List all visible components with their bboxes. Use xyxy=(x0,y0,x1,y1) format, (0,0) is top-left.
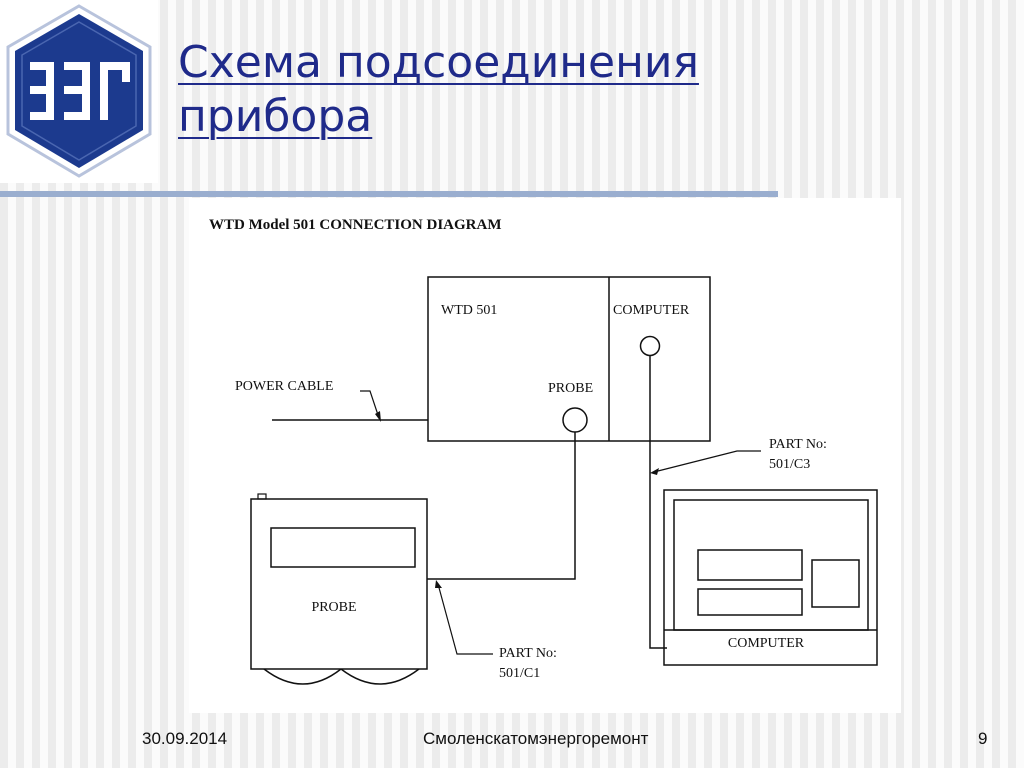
computer-port-label: COMPUTER xyxy=(613,303,690,318)
part-c1-label-line-2: 501/C1 xyxy=(499,666,540,681)
footer-date: 30.09.2014 xyxy=(142,729,228,748)
computer-screen xyxy=(673,499,869,631)
probe-device-wheel-left xyxy=(263,668,342,685)
computer-device-label: COMPUTER xyxy=(728,636,805,651)
part-c1-arrow-icon xyxy=(435,580,442,588)
slide-title: Схема подсоединения прибора xyxy=(178,36,699,144)
title-divider xyxy=(0,191,778,197)
part-c3-label-line-1: PART No: xyxy=(769,437,827,452)
slide-title-line-1: Схема подсоединения xyxy=(178,37,699,88)
computer-device xyxy=(663,489,878,666)
computer-screen-field-3 xyxy=(811,559,860,608)
probe-device-label: PROBE xyxy=(311,600,356,615)
diagram-heading: WTD Model 501 CONNECTION DIAGRAM xyxy=(209,217,502,233)
probe-device xyxy=(250,498,428,670)
probe-port-label: PROBE xyxy=(548,381,593,396)
part-c1-leader xyxy=(437,583,493,655)
probe-port-icon xyxy=(562,407,588,433)
computer-cable xyxy=(649,355,667,649)
part-c3-leader xyxy=(653,450,761,473)
slide-title-line-2: прибора xyxy=(178,91,373,142)
part-c3-arrow-icon xyxy=(650,468,659,475)
power-cable-label: POWER CABLE xyxy=(235,379,333,394)
probe-device-wheel-right xyxy=(340,668,420,685)
probe-device-display xyxy=(270,527,416,568)
computer-screen-field-2 xyxy=(697,588,803,616)
connection-diagram-drawing: WTD Model 501 CONNECTION DIAGRAM WTD 501… xyxy=(209,217,878,685)
computer-screen-field-1 xyxy=(697,549,803,581)
power-cable-arrow-icon xyxy=(375,411,381,422)
company-logo-icon xyxy=(6,4,152,178)
footer-company: Смоленскатомэнергоремонт xyxy=(423,729,649,748)
part-c3-label-line-2: 501/C3 xyxy=(769,457,810,472)
footer-page-number: 9 xyxy=(978,729,988,748)
wtd-501-label: WTD 501 xyxy=(441,303,497,318)
computer-port-icon xyxy=(639,335,661,357)
probe-cable xyxy=(427,432,576,580)
part-c1-label-line-1: PART No: xyxy=(499,646,557,661)
power-cable-leader xyxy=(360,390,380,419)
connection-diagram: WTD Model 501 CONNECTION DIAGRAM WTD 501… xyxy=(189,198,901,713)
wtd-501-unit xyxy=(427,276,711,442)
logo-panel xyxy=(0,0,158,183)
